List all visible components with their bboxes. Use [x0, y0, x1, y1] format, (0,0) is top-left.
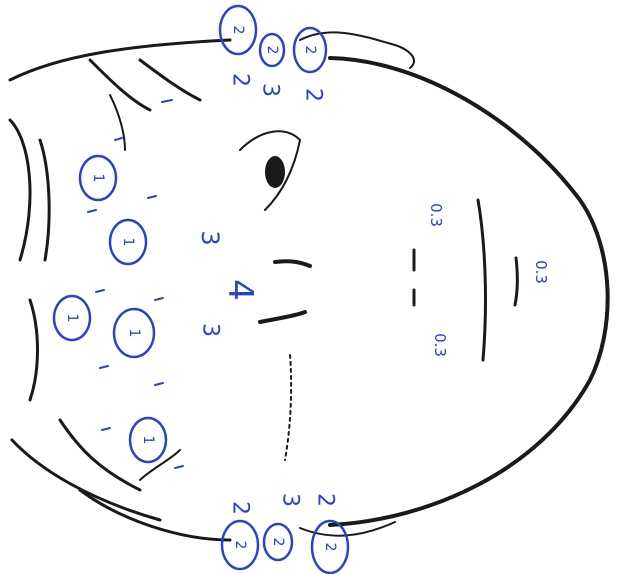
brow — [275, 261, 310, 266]
annotation-note: 0.3 — [532, 260, 550, 284]
annotation-note: 3 — [278, 493, 303, 507]
annotation-note: 3 — [258, 83, 283, 97]
hair-line — [40, 140, 49, 260]
lip-mark — [515, 258, 517, 305]
annotation-note: 2 — [313, 493, 338, 507]
mouth — [478, 200, 485, 360]
circled-mark-label: 1 — [140, 436, 156, 445]
hair-line — [10, 40, 230, 80]
circled-mark: 1 — [114, 309, 154, 357]
circled-mark-label: 1 — [126, 329, 142, 338]
circled-mark: 1 — [80, 156, 116, 200]
circled-mark-label: 2 — [230, 26, 246, 35]
circled-mark: 2 — [260, 34, 284, 66]
circled-mark: 2 — [220, 6, 256, 54]
circled-mark: 2 — [222, 521, 258, 569]
face-outline — [330, 58, 608, 525]
circled-mark: 2 — [264, 524, 292, 560]
annotation-note: 2 — [228, 73, 253, 87]
hair-line — [10, 120, 30, 260]
annotation-note: 0.3 — [431, 333, 449, 357]
nose-line — [285, 355, 291, 460]
annotation-note: 3 — [196, 230, 224, 245]
circled-mark-label: 1 — [64, 314, 80, 323]
annotation-note: 0.3 — [427, 203, 445, 227]
dash-marks — [88, 100, 183, 468]
circled-mark-label: 2 — [302, 46, 318, 55]
annotation-note: 2 — [301, 88, 326, 102]
annotation-note: 4 — [220, 279, 260, 301]
circled-mark-label: 2 — [232, 541, 248, 550]
pupil — [265, 156, 285, 188]
hair-line — [90, 60, 150, 110]
circled-mark: 2 — [312, 521, 348, 573]
annotation-note: 3 — [198, 323, 223, 337]
hair-line — [140, 60, 200, 100]
circled-mark-label: 2 — [264, 46, 280, 55]
forehead-line — [110, 95, 125, 150]
circled-mark-label: 2 — [322, 543, 338, 552]
hair-line — [30, 300, 38, 400]
annotation-note: 2 — [228, 501, 253, 515]
circled-mark-label: 1 — [120, 238, 136, 247]
brow — [260, 312, 305, 322]
circled-mark: 1 — [130, 418, 166, 462]
circled-mark-label: 1 — [90, 174, 106, 183]
circled-mark: 1 — [54, 296, 90, 340]
circled-mark: 2 — [294, 28, 326, 72]
hair-line — [80, 490, 230, 540]
hair-line — [60, 420, 140, 490]
circled-mark-label: 2 — [270, 538, 286, 547]
circled-mark: 1 — [110, 220, 146, 264]
